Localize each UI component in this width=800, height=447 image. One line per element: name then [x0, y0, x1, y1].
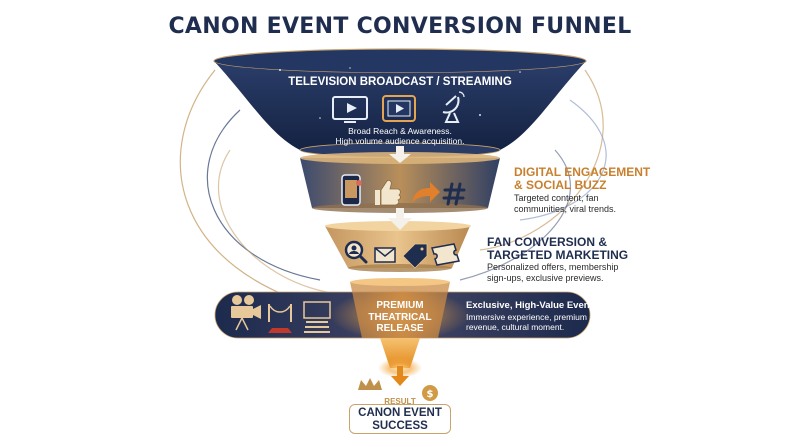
stage-3-side-description-line: sign-ups, exclusive previews. [487, 272, 604, 283]
limited-edition-tag-icon [402, 243, 428, 269]
monitor-play-icon [332, 96, 368, 123]
thumbs-up-icon [375, 179, 401, 206]
svg-text:$: $ [427, 389, 434, 400]
cinema-screen-icon [303, 301, 331, 333]
stage-2-side-description: Targeted content, fan communities, viral… [514, 193, 616, 214]
film-camera-icon [231, 295, 261, 331]
page-title: CANON EVENT CONVERSION FUNNEL [168, 14, 632, 39]
tablet-play-icon [382, 95, 416, 122]
hashtag-icon [442, 182, 466, 206]
stage-1-description-line: Broad Reach & Awareness. [348, 126, 452, 136]
stage-4-title-line: THEATRICAL [368, 311, 432, 323]
envelope-icon [374, 247, 396, 263]
stage-1-description-line: High volume audience acquisition. [335, 136, 465, 146]
stage-1-title: TELEVISION BROADCAST / STREAMING [288, 76, 512, 88]
stage-4-side-description: Immersive experience, premium revenue, c… [466, 312, 587, 332]
stage-4-side-title: Exclusive, High-Value Event. [466, 300, 596, 311]
stage-3-side-title-line: TARGETED MARKETING [487, 248, 629, 262]
stage-3-side-title: FAN CONVERSION & TARGETED MARKETING [487, 236, 628, 262]
stage-2-side-title: DIGITAL ENGAGEMENT & SOCIAL BUZZ [514, 166, 650, 192]
magnifier-user-icon [344, 240, 368, 264]
stage-arrow-2 [388, 208, 412, 230]
stage-4-side-description-line: Immersive experience, premium [466, 312, 587, 322]
stage-1-description: Broad Reach & Awareness. High volume aud… [300, 126, 500, 146]
ticket-icon [431, 243, 460, 266]
stage-4-title-line: PREMIUM [376, 300, 424, 311]
stage-2-side-description-line: Targeted content, fan [514, 193, 599, 203]
result-title-line: CANON EVENT [358, 407, 442, 419]
stage-3-side-title-line: FAN CONVERSION & [487, 235, 608, 249]
stage-4-title: PREMIUM THEATRICAL RELEASE [355, 300, 445, 335]
result-label: RESULT [384, 397, 416, 406]
red-carpet-icon [268, 304, 292, 333]
satellite-dish-icon [442, 91, 465, 123]
smartphone-icon [341, 174, 362, 206]
dollar-coin-icon: $ [422, 385, 438, 401]
orbit-lines [179, 69, 607, 311]
stage-4-title-line: RELEASE [376, 323, 424, 334]
stage-2-side-title-line: DIGITAL ENGAGEMENT [514, 165, 651, 179]
stage-4-side-description-line: revenue, cultural moment. [466, 322, 565, 332]
stage-3-side-description: Personalized offers, membership sign-ups… [487, 262, 618, 283]
stage-3-side-description-line: Personalized offers, membership [487, 262, 619, 272]
stage-2-side-description-line: communities, viral trends. [514, 203, 617, 214]
down-arrow-icon [391, 366, 409, 386]
stage-2-side-title-line: & SOCIAL BUZZ [514, 178, 607, 192]
crown-icon [358, 378, 382, 390]
result-box: CANON EVENT SUCCESS [349, 404, 451, 434]
stage-arrow-1 [389, 146, 411, 163]
result-title-line: SUCCESS [372, 420, 428, 432]
share-arrow-icon [412, 182, 440, 203]
